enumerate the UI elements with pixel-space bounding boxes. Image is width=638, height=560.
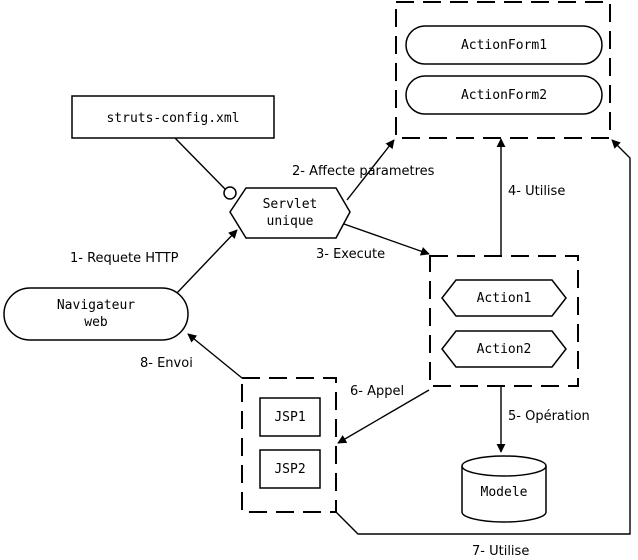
navigateur-label-line1: Navigateur xyxy=(57,298,135,313)
jsp1-node: JSP1 xyxy=(259,397,321,437)
action2-node: Action2 xyxy=(441,330,567,368)
edge-3-arrow xyxy=(343,223,430,256)
edge-6-arrow xyxy=(337,389,430,444)
edge-2-arrow xyxy=(346,139,395,201)
actionform2-label: ActionForm2 xyxy=(461,88,547,103)
actionform1-label: ActionForm1 xyxy=(461,38,547,53)
edge-7-label: 7- Utilise xyxy=(472,544,529,559)
edge-1-arrow xyxy=(175,229,238,295)
struts-config-label: struts-config.xml xyxy=(106,111,239,126)
modele-database-icon: Modele xyxy=(461,455,547,523)
struts-config-box: struts-config.xml xyxy=(71,95,275,139)
jsp2-node: JSP2 xyxy=(259,449,321,489)
navigateur-web-node: Navigateur web xyxy=(3,287,189,341)
edge-2-label: 2- Affecte parametres xyxy=(292,164,435,179)
jsp2-label: JSP2 xyxy=(274,462,305,477)
action1-label: Action1 xyxy=(477,291,532,306)
jsp-container xyxy=(241,377,337,513)
action-container xyxy=(429,255,579,387)
actionform-container xyxy=(395,1,611,139)
action2-label: Action2 xyxy=(477,342,532,357)
config-socket xyxy=(223,186,237,200)
edge-1-label: 1- Requete HTTP xyxy=(70,251,179,266)
servlet-label-line2: unique xyxy=(267,214,314,229)
navigateur-label-line2: web xyxy=(84,315,108,330)
actionform2-node: ActionForm2 xyxy=(405,75,603,115)
servlet-unique-node: Servlet unique xyxy=(229,187,351,239)
edge-6-label: 6- Appel xyxy=(350,384,404,399)
modele-label: Modele xyxy=(481,485,528,500)
actionform1-node: ActionForm1 xyxy=(405,25,603,65)
edge-4-label: 4- Utilise xyxy=(508,184,565,199)
edge-3-label: 3- Execute xyxy=(316,247,385,262)
edge-5-label: 5- Opération xyxy=(508,409,590,424)
servlet-label-line1: Servlet xyxy=(263,197,318,212)
edge-8-label: 8- Envoi xyxy=(140,356,193,371)
action1-node: Action1 xyxy=(441,279,567,317)
edge-7-arrow xyxy=(335,139,631,535)
config-connector xyxy=(174,137,227,191)
edge-8-arrow xyxy=(187,333,243,379)
jsp1-label: JSP1 xyxy=(274,410,305,425)
